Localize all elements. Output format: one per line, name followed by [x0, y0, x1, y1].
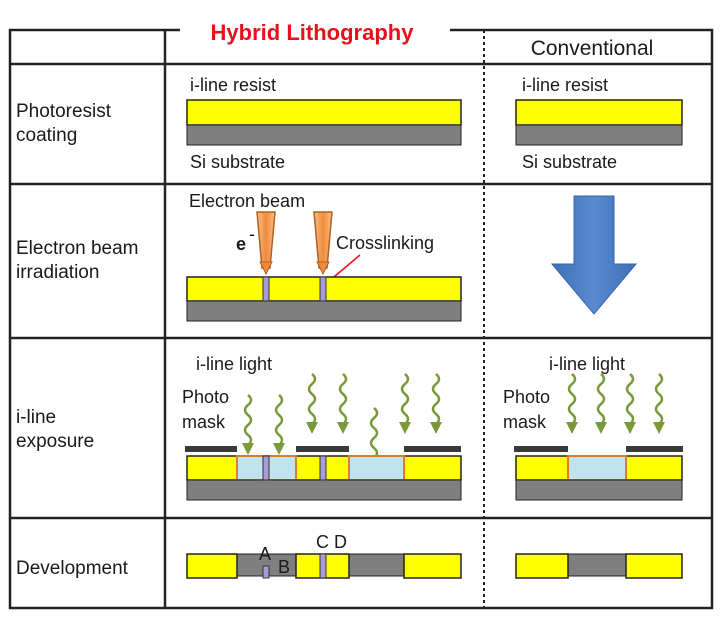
conventional-exposure: i-line light Photo mask	[503, 354, 683, 501]
conventional-photomask-1	[514, 446, 568, 452]
hybrid-mask-label-1: Photo	[182, 387, 229, 407]
hybrid-coating-stack: i-line resist Si substrate	[186, 75, 462, 172]
conventional-coating-stack: i-line resist Si substrate	[515, 75, 683, 172]
development-resist-3	[403, 553, 462, 579]
hybrid-mask-label-2: mask	[182, 412, 226, 432]
conventional-resist-layer	[515, 99, 683, 126]
light-wave-4-icon	[335, 372, 351, 436]
light-wave-7-icon	[428, 372, 444, 436]
row-label-irradiation-1: Electron beam	[16, 238, 139, 259]
light-wave-6-icon	[397, 372, 413, 436]
hybrid-photomask-3	[404, 446, 461, 452]
conventional-light-label: i-line light	[549, 354, 625, 374]
row-label-exposure-2: exposure	[16, 431, 94, 452]
electron-beam-1-icon	[256, 211, 276, 269]
row-label-coating-1: Photoresist	[16, 101, 112, 122]
light-wave-1-icon	[240, 393, 256, 457]
conventional-mask-label-2: mask	[503, 412, 547, 432]
hybrid-substrate-layer	[186, 124, 462, 146]
electron-beam-2-icon	[313, 211, 333, 269]
conventional-photomask-2	[626, 446, 683, 452]
development-crosslinked-a	[262, 565, 270, 579]
conventional-header: Conventional	[531, 37, 654, 60]
development-resist-1	[186, 553, 238, 579]
irradiation-substrate-layer	[186, 300, 462, 322]
conventional-development-resist-2	[625, 553, 683, 579]
development-crosslinked-c	[319, 553, 327, 579]
light-wave-2-icon	[271, 393, 287, 457]
hybrid-exposure: i-line light Photo mask	[182, 354, 462, 501]
hybrid-substrate-label: Si substrate	[190, 152, 285, 172]
hybrid-resist-label: i-line resist	[190, 75, 276, 95]
crosslinked-region-1	[262, 276, 270, 302]
electron-beam-label: Electron beam	[189, 191, 305, 211]
hybrid-resist-layer	[186, 99, 462, 126]
exposure-crosslinked-1	[262, 455, 270, 481]
down-arrow-icon	[550, 195, 638, 315]
conventional-resist-label: i-line resist	[522, 75, 608, 95]
hybrid-light-label: i-line light	[196, 354, 272, 374]
conventional-substrate-label: Si substrate	[522, 152, 617, 172]
crosslinking-label: Crosslinking	[336, 233, 434, 253]
exposure-substrate-layer	[186, 479, 462, 501]
title-background	[180, 12, 450, 48]
marker-d: D	[334, 532, 347, 552]
hybrid-development: A B C D	[186, 532, 462, 579]
conv-light-wave-4-icon	[651, 372, 667, 436]
exposed-region-2	[348, 455, 405, 481]
conv-light-wave-3-icon	[622, 372, 638, 436]
conventional-development	[515, 553, 683, 579]
hybrid-irradiation: Electron beam e - Crosslinking	[186, 191, 462, 322]
electron-symbol: e	[236, 234, 246, 254]
conventional-exposed-region	[567, 455, 627, 481]
conventional-mask-label-1: Photo	[503, 387, 550, 407]
conventional-development-resist-1	[515, 553, 569, 579]
conventional-substrate-layer	[515, 124, 683, 146]
conv-light-wave-2-icon	[593, 372, 609, 436]
hybrid-photomask-2	[296, 446, 349, 452]
crosslinked-region-2	[319, 276, 327, 302]
marker-a: A	[259, 544, 271, 564]
hybrid-photomask-1	[185, 446, 237, 452]
conventional-exposure-substrate	[515, 479, 683, 501]
marker-b: B	[278, 557, 290, 577]
row-label-coating-2: coating	[16, 125, 77, 146]
electron-superscript: -	[249, 224, 255, 244]
row-label-development: Development	[16, 558, 129, 579]
light-wave-3-icon	[304, 372, 320, 436]
exposure-crosslinked-2	[319, 455, 327, 481]
diagram-title: Hybrid Lithography	[211, 20, 415, 45]
row-label-irradiation-2: irradiation	[16, 262, 99, 283]
electron-beam-1-tip-icon	[259, 261, 273, 276]
electron-beam-2-tip-icon	[316, 261, 330, 276]
row-label-exposure-1: i-line	[16, 407, 56, 428]
conv-light-wave-1-icon	[564, 372, 580, 436]
marker-c: C	[316, 532, 329, 552]
